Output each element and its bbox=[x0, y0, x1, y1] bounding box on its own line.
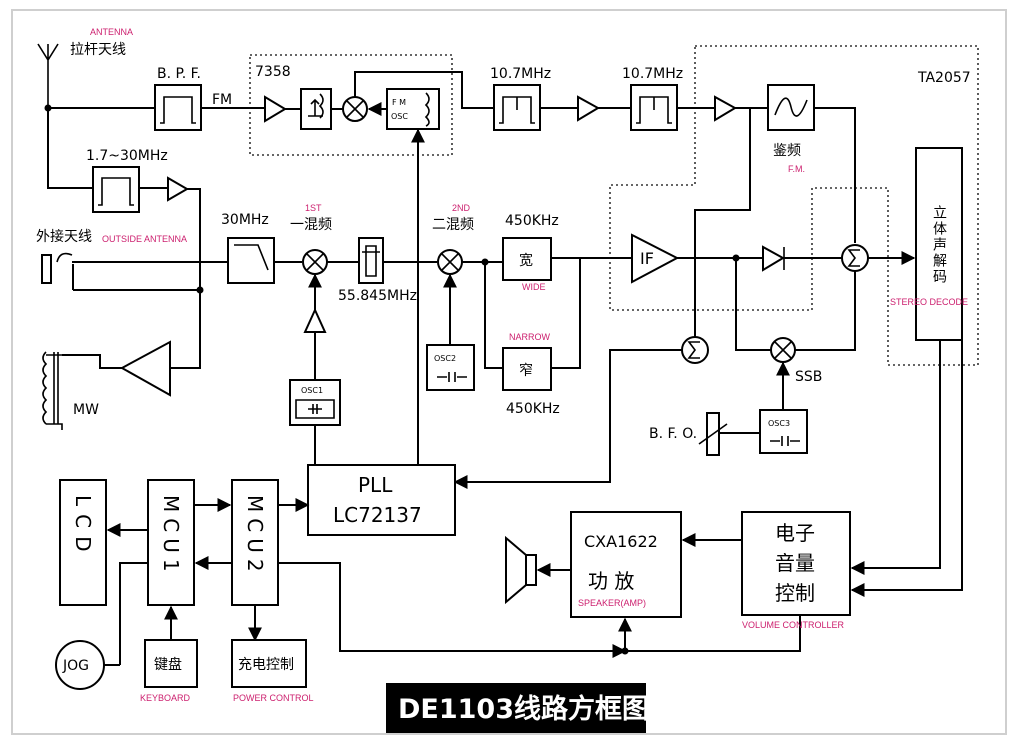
fm-osc-block bbox=[386, 88, 440, 130]
fm-mixer-symbol bbox=[342, 96, 368, 122]
amp-ic-label: CXA1622 bbox=[584, 532, 658, 551]
keyboard-cn-label: 键盘 bbox=[154, 656, 182, 673]
lpf-30mhz-label: 30MHz bbox=[221, 212, 269, 228]
osc1-label: OSC1 bbox=[301, 386, 323, 395]
osc2-block bbox=[426, 344, 475, 391]
rf-amp-triangle bbox=[264, 95, 287, 123]
sw-band-label: 1.7~30MHz bbox=[86, 148, 168, 164]
antenna-cn-label: 拉杆天线 bbox=[70, 42, 126, 58]
mw-label: MW bbox=[73, 402, 99, 418]
ic-7358-label: 7358 bbox=[255, 64, 291, 80]
ta2057-label: TA2057 bbox=[917, 70, 971, 86]
bfo-potentiometer-icon bbox=[698, 412, 728, 456]
narrow-cn-label: 窄 bbox=[519, 362, 533, 379]
if-filter-1-label: 10.7MHz bbox=[490, 66, 551, 82]
lcd-label: LCD bbox=[71, 495, 95, 560]
wide-en-label: WIDE bbox=[522, 282, 546, 292]
vol-cn-3-label: 控制 bbox=[775, 581, 815, 605]
fm-label: FM bbox=[212, 92, 232, 108]
freq-55-label: 55.845MHz bbox=[338, 288, 417, 304]
narrow-en-label: NARROW bbox=[509, 332, 551, 342]
bandpass-icon bbox=[160, 96, 196, 124]
vol-cn-2-label: 音量 bbox=[775, 551, 815, 575]
amp-cn-label: 功 放 bbox=[588, 569, 634, 593]
mcu1-block bbox=[147, 479, 195, 606]
first-mixer-en-label: 1ST bbox=[305, 203, 322, 213]
am-detector-diode bbox=[762, 245, 786, 272]
keyboard-block bbox=[144, 639, 198, 688]
mw-coil-icon bbox=[42, 351, 63, 430]
sw-amp-triangle bbox=[167, 176, 189, 202]
title-banner bbox=[386, 683, 646, 733]
if-filter-2-label: 10.7MHz bbox=[622, 66, 683, 82]
vol-cn-1-label: 电子 bbox=[775, 521, 815, 545]
stereo-en-label: STEREO DECODE bbox=[890, 297, 968, 307]
mw-amp-triangle bbox=[119, 340, 171, 397]
rf-tank-block bbox=[300, 88, 332, 130]
mcu1-label: MCU1 bbox=[159, 495, 183, 578]
volume-controller-block bbox=[741, 511, 851, 616]
pll-block bbox=[307, 464, 456, 536]
bpf-label: B. P. F. bbox=[157, 66, 201, 82]
discriminator-en-label: F.M. bbox=[788, 164, 805, 174]
antenna-jack-icon bbox=[41, 252, 73, 284]
power-cn-label: 充电控制 bbox=[238, 657, 294, 673]
wide-filter-block bbox=[502, 237, 552, 281]
stereo-cn-label: 立体声解码 bbox=[931, 205, 947, 285]
antenna-icon bbox=[37, 43, 59, 112]
fm-osc-label-2: OSC bbox=[391, 112, 408, 121]
page-frame bbox=[11, 9, 1007, 735]
second-mixer-cn-label: 二混频 bbox=[432, 217, 474, 233]
if-amp-triangle bbox=[631, 233, 680, 284]
mcu2-label: MCU2 bbox=[243, 495, 267, 578]
osc3-block bbox=[759, 409, 808, 454]
f450-top-label: 450KHz bbox=[505, 213, 559, 229]
osc2-label: OSC2 bbox=[434, 354, 456, 363]
ssb-label: SSB bbox=[795, 369, 822, 385]
amp-block bbox=[570, 511, 682, 618]
ta2057-outline bbox=[609, 45, 979, 366]
stereo-decoder-block bbox=[915, 147, 963, 341]
osc3-label: OSC3 bbox=[768, 419, 790, 428]
second-mixer-en-label: 2ND bbox=[452, 203, 471, 213]
power-control-block bbox=[231, 639, 307, 688]
discriminator-cn-label: 鉴频 bbox=[773, 143, 801, 159]
power-en-label: POWER CONTROL bbox=[233, 693, 314, 703]
f450-bottom-label: 450KHz bbox=[506, 401, 560, 417]
second-mixer-symbol bbox=[437, 249, 463, 275]
if-amp-label: IF bbox=[640, 249, 654, 268]
if-amp-2-triangle bbox=[714, 95, 738, 122]
vol-en-label: VOLUME CONTROLLER bbox=[742, 620, 845, 630]
pll-label-2: LC72137 bbox=[333, 503, 422, 527]
osc1-buffer-triangle bbox=[303, 307, 327, 333]
first-mixer-symbol bbox=[302, 249, 328, 275]
stereo-sum-symbol bbox=[841, 244, 869, 272]
amp-en-label: SPEAKER(AMP) bbox=[578, 598, 646, 608]
jog-label: JOG bbox=[62, 658, 89, 674]
ext-antenna-en-label: OUTSIDE ANTENNA bbox=[102, 234, 187, 244]
pll-label-1: PLL bbox=[358, 473, 393, 497]
narrow-filter-block bbox=[502, 347, 552, 391]
ssb-mixer-symbol bbox=[770, 337, 796, 363]
bfo-label: B. F. O. bbox=[649, 426, 697, 442]
wide-cn-label: 宽 bbox=[519, 252, 533, 269]
ic-7358-outline bbox=[249, 54, 453, 156]
speaker-icon bbox=[505, 535, 537, 605]
ext-antenna-cn-label: 外接天线 bbox=[36, 228, 92, 245]
antenna-en-label: ANTENNA bbox=[90, 27, 133, 37]
lcd-block bbox=[59, 479, 107, 606]
keyboard-en-label: KEYBOARD bbox=[140, 693, 191, 703]
fm-osc-label-1: F M bbox=[392, 98, 406, 107]
first-mixer-cn-label: 一混频 bbox=[290, 217, 332, 233]
if-amp-1-triangle bbox=[577, 95, 601, 122]
agc-sum-symbol bbox=[681, 336, 709, 364]
diagram-title: DE1103线路方框图 bbox=[398, 693, 649, 725]
